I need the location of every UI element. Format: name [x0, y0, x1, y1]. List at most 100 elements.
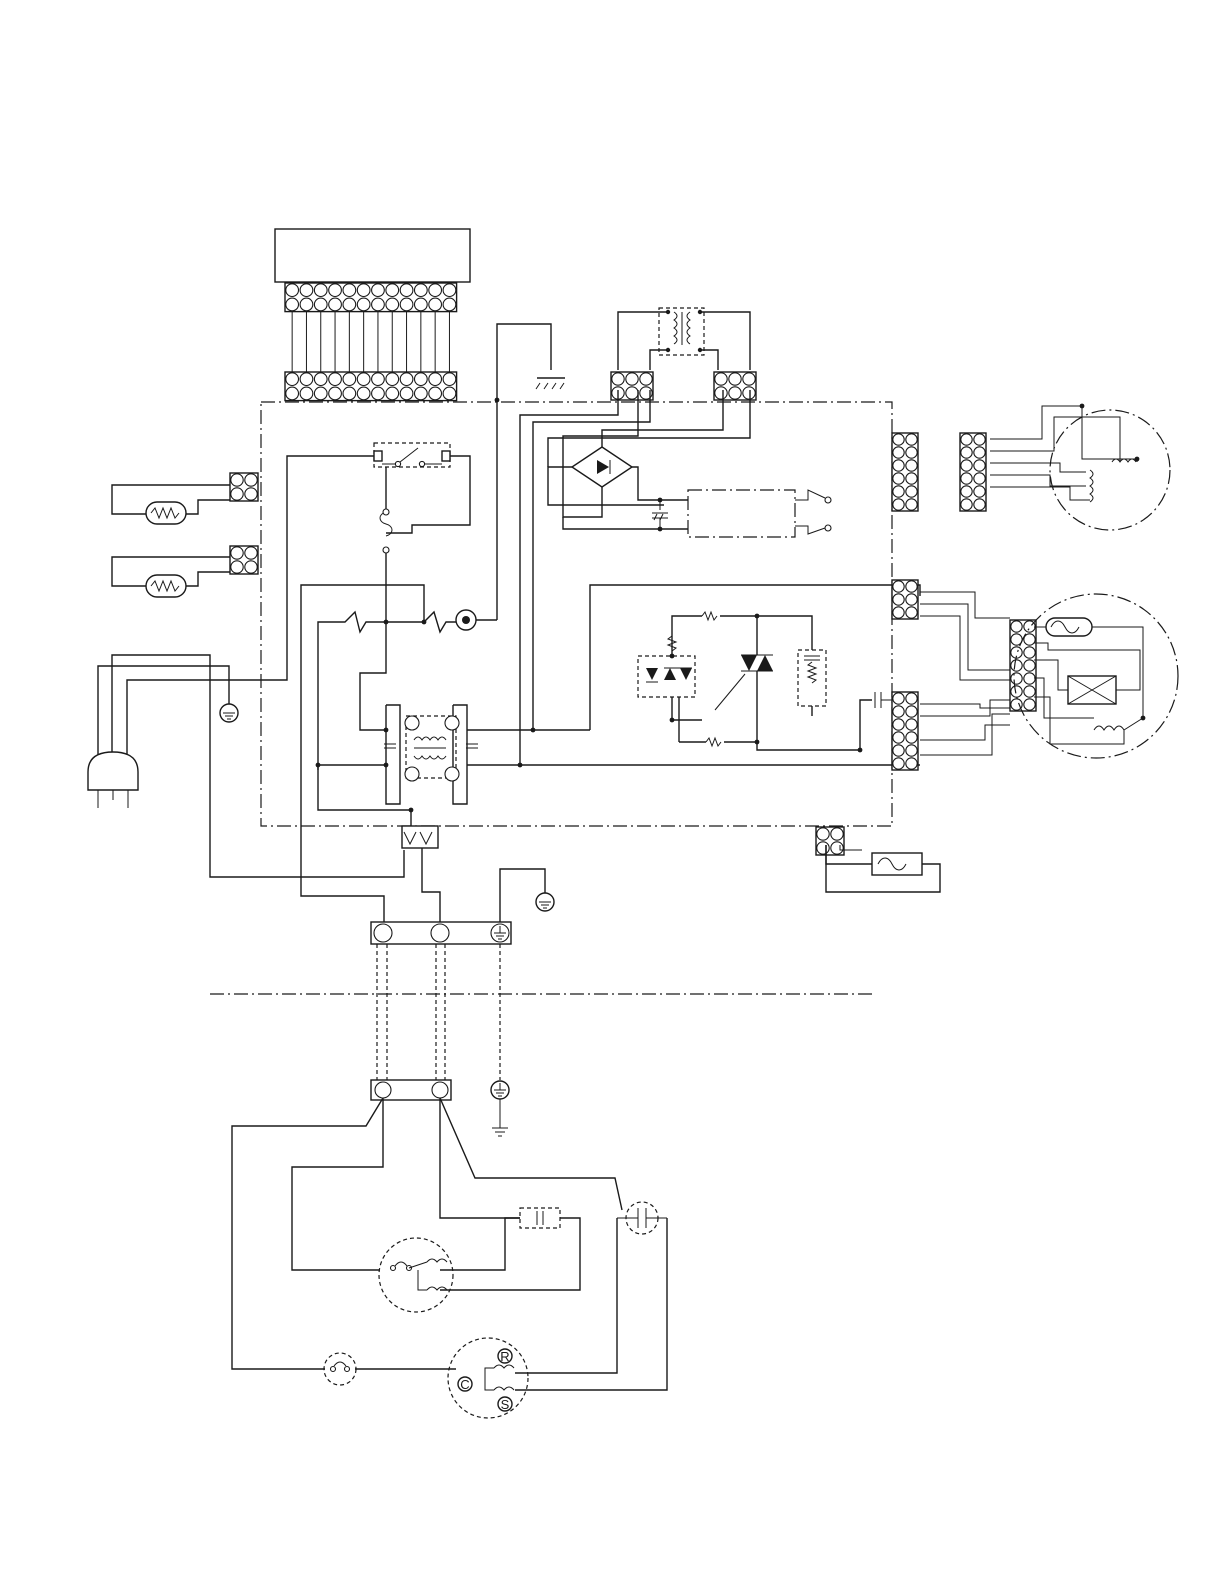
- connector-pin: [906, 473, 917, 484]
- connector-pin: [893, 719, 904, 730]
- connector-pin: [906, 607, 917, 618]
- fuse: [380, 509, 392, 622]
- connector-pin: [1011, 686, 1022, 697]
- connector-pin: [400, 373, 413, 386]
- aux-heater-connector: [816, 827, 844, 855]
- connector-pin: [429, 284, 442, 297]
- ground-wire-top: [497, 324, 565, 400]
- connector-pin: [961, 447, 972, 458]
- connector-pin: [906, 581, 917, 592]
- connector-pin: [893, 745, 904, 756]
- connector-pin: [329, 298, 342, 311]
- connector-pin: [343, 298, 356, 311]
- bridge-rectifier: [548, 390, 723, 531]
- connector-pin: [906, 745, 917, 756]
- connector-pin: [906, 499, 917, 510]
- connector-pin: [415, 284, 428, 297]
- connector-pin: [314, 373, 327, 386]
- connector-pin: [357, 284, 370, 297]
- connector-pin: [961, 434, 972, 445]
- connector-pin: [286, 373, 299, 386]
- connector-pin: [893, 434, 904, 445]
- connector-pin: [893, 473, 904, 484]
- connector-pin: [893, 758, 904, 769]
- connector-pin: [640, 373, 652, 385]
- outdoor-wiring: [232, 1098, 667, 1390]
- connector-pin: [357, 298, 370, 311]
- run-terminal-label: R: [500, 1349, 509, 1364]
- connector-pin: [1024, 699, 1035, 710]
- connector-pin: [386, 284, 399, 297]
- connector-pin: [372, 284, 385, 297]
- connector-pin: [314, 387, 327, 400]
- connector-pin: [906, 460, 917, 471]
- connector-pin: [1024, 634, 1035, 645]
- connector-pin: [329, 387, 342, 400]
- connector-pin: [906, 447, 917, 458]
- interconnect-wires: [377, 944, 500, 1080]
- connector-pin: [743, 373, 755, 385]
- connector-pin: [415, 298, 428, 311]
- connector-pin: [231, 488, 243, 500]
- connector-pin: [974, 486, 985, 497]
- connector-pin: [974, 434, 985, 445]
- coil-temperature-thermistor: [112, 557, 230, 597]
- fan-capacitor-board: [860, 692, 896, 708]
- connector-pin: [715, 387, 727, 399]
- connector-pin: [974, 499, 985, 510]
- connector-pin: [386, 387, 399, 400]
- connector-pin: [372, 298, 385, 311]
- connector-pin: [612, 373, 624, 385]
- connector-pin: [343, 284, 356, 297]
- connector-pin: [893, 486, 904, 497]
- connector-pin: [443, 387, 456, 400]
- connector-pin: [400, 387, 413, 400]
- main-relay: [127, 443, 470, 790]
- connector-pin: [893, 732, 904, 743]
- dc-module: [688, 490, 831, 537]
- connector-pin: [831, 842, 843, 854]
- connector-pin: [961, 460, 972, 471]
- common-terminal-label: C: [460, 1377, 469, 1392]
- connector-pin: [400, 284, 413, 297]
- connector-pin: [906, 693, 917, 704]
- connector-pin: [300, 284, 313, 297]
- connector-pin: [443, 284, 456, 297]
- fan-motor-board-connector-b: [892, 692, 918, 770]
- connector-pin: [831, 828, 843, 840]
- connector-pin: [626, 387, 638, 399]
- connector-pin: [893, 447, 904, 458]
- louver-motor-cable-connector: [960, 433, 986, 511]
- connector-pin: [1011, 660, 1022, 671]
- connector-pin: [231, 561, 243, 573]
- power-cord: [88, 655, 404, 877]
- connector-pin: [245, 561, 257, 573]
- connector-pin: [357, 387, 370, 400]
- connector-pin: [443, 298, 456, 311]
- fan-motor-board-connector-a: [892, 580, 918, 619]
- connector-pin: [906, 434, 917, 445]
- connector-pin: [245, 547, 257, 559]
- connector-pin: [372, 387, 385, 400]
- connector-pin: [245, 474, 257, 486]
- connector-pin: [893, 594, 904, 605]
- connector-pin: [906, 758, 917, 769]
- connector-pin: [961, 473, 972, 484]
- connector-pin: [386, 298, 399, 311]
- triac-driver: [638, 612, 872, 752]
- room-sensor-connector: [230, 473, 258, 501]
- connector-pin: [906, 486, 917, 497]
- connector-pin: [329, 284, 342, 297]
- connector-pin: [415, 387, 428, 400]
- connector-pin: [743, 387, 755, 399]
- connector-pin: [906, 732, 917, 743]
- connector-pin: [429, 298, 442, 311]
- connector-pin: [286, 387, 299, 400]
- connector-pin: [1024, 673, 1035, 684]
- display-connector-upper: [285, 283, 457, 312]
- connector-pin: [300, 298, 313, 311]
- connector-pin: [300, 387, 313, 400]
- connector-pin: [893, 693, 904, 704]
- connector-pin: [231, 547, 243, 559]
